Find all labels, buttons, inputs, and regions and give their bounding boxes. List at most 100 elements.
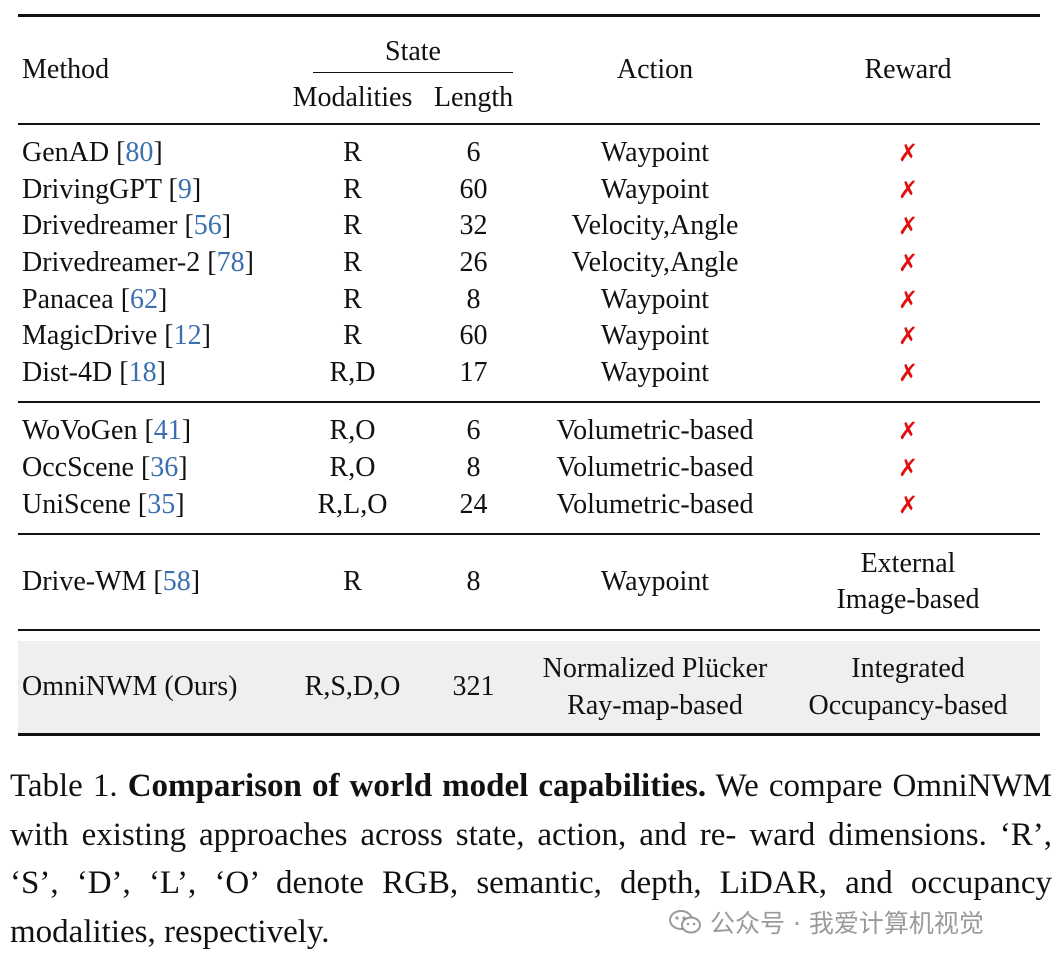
method-cell: UniScene [35]	[22, 488, 185, 520]
citation-link[interactable]: 80	[125, 137, 154, 169]
length-cell: 6	[466, 137, 481, 169]
reward-cell: ✗	[776, 450, 1040, 487]
citation-link[interactable]: 36	[150, 452, 179, 484]
method-cell: OmniNWM (Ours)	[18, 640, 292, 735]
modalities-cell: R	[343, 565, 362, 597]
wechat-icon	[668, 908, 702, 942]
header-modalities: Modalities	[292, 82, 413, 113]
cross-mark-icon: ✗	[897, 322, 919, 351]
watermark-text: 公众号 · 我爱计算机视觉	[710, 909, 984, 938]
table-row: WoVoGen [41] R,O 6 Volumetric-based ✗	[18, 413, 1040, 450]
modalities-cell: R	[343, 247, 362, 279]
length-cell: 24	[459, 488, 488, 520]
citation-link[interactable]: 58	[162, 565, 191, 597]
modalities-cell: R,D	[329, 356, 376, 388]
reward-cell: ✗	[776, 486, 1040, 523]
table-row-ours: OmniNWM (Ours) R,S,D,O 321 Normalized Pl…	[18, 640, 1040, 735]
action-cell: Waypoint	[600, 137, 710, 169]
header-action: Action	[616, 54, 694, 85]
cross-mark-icon: ✗	[897, 285, 919, 314]
action-cell: Waypoint	[600, 173, 710, 205]
header-reward: Reward	[864, 54, 952, 85]
method-cell: Drive-WM [58]	[22, 565, 201, 597]
length-cell: 32	[459, 210, 488, 242]
citation-link[interactable]: 35	[147, 488, 176, 520]
reward-cell: ✗	[776, 135, 1040, 172]
citation-link[interactable]: 9	[177, 173, 192, 205]
header-length: Length	[433, 82, 514, 113]
modalities-cell: R	[343, 210, 362, 242]
length-cell: 60	[459, 173, 488, 205]
modalities-cell: R,L,O	[317, 488, 388, 520]
reward-cell: ✗	[776, 281, 1040, 318]
citation-link[interactable]: 12	[173, 320, 202, 352]
action-cell: Waypoint	[600, 283, 710, 315]
table-row: Drive-WM [58] R 8 Waypoint External Imag…	[18, 533, 1040, 630]
action-cell: Waypoint	[600, 565, 710, 597]
method-cell: Dist-4D [18]	[22, 356, 166, 388]
header-row-2: Modalities Length	[18, 73, 1040, 124]
citation-link[interactable]: 18	[128, 356, 157, 388]
action-cell: Volumetric-based	[556, 488, 754, 520]
modalities-cell: R,S,D,O	[292, 640, 413, 735]
method-cell: GenAD [80]	[22, 137, 163, 169]
modalities-cell: R,O	[329, 415, 376, 447]
length-cell: 17	[459, 356, 488, 388]
length-cell: 321	[413, 640, 534, 735]
cross-mark-icon: ✗	[897, 490, 919, 519]
citation-link[interactable]: 56	[193, 210, 222, 242]
table-group-3: Drive-WM [58] R 8 Waypoint External Imag…	[18, 533, 1040, 630]
watermark: 公众号 · 我爱计算机视觉	[668, 904, 984, 942]
length-cell: 6	[466, 415, 481, 447]
action-cell: Normalized Plücker Ray-map-based	[534, 640, 776, 735]
reward-cell: ✗	[776, 172, 1040, 209]
cross-mark-icon: ✗	[897, 249, 919, 278]
cross-mark-icon: ✗	[897, 358, 919, 387]
action-cell: Volumetric-based	[556, 452, 754, 484]
table-row: GenAD [80] R 6 Waypoint ✗	[18, 135, 1040, 172]
modalities-cell: R,O	[329, 452, 376, 484]
table-row: OccScene [36] R,O 8 Volumetric-based ✗	[18, 450, 1040, 487]
reward-cell: External Image-based	[836, 547, 980, 615]
length-cell: 8	[466, 565, 481, 597]
modalities-cell: R	[343, 283, 362, 315]
reward-cell: ✗	[776, 208, 1040, 245]
cross-mark-icon: ✗	[897, 175, 919, 204]
comparison-table: Method State Action Reward Modalities Le…	[18, 14, 1040, 746]
method-cell: MagicDrive [12]	[22, 320, 211, 352]
method-cell: Panacea [62]	[22, 283, 168, 315]
header-row-1: Method State Action Reward	[18, 15, 1040, 85]
table-row: Drivedreamer-2 [78] R 26 Velocity,Angle ✗	[18, 245, 1040, 282]
table-group-ours: OmniNWM (Ours) R,S,D,O 321 Normalized Pl…	[18, 629, 1040, 746]
citation-link[interactable]: 78	[216, 247, 245, 279]
method-cell: Drivedreamer-2 [78]	[22, 247, 254, 279]
header-state: State	[292, 16, 534, 73]
method-cell: WoVoGen [41]	[22, 415, 192, 447]
citation-link[interactable]: 41	[153, 415, 182, 447]
action-cell: Velocity,Angle	[571, 247, 739, 279]
table-caption: Table 1. Comparison of world model capab…	[10, 762, 1052, 956]
reward-cell: ✗	[776, 355, 1040, 392]
length-cell: 8	[466, 283, 481, 315]
method-cell: OccScene [36]	[22, 452, 188, 484]
modalities-cell: R	[343, 173, 362, 205]
table-row: Panacea [62] R 8 Waypoint ✗	[18, 281, 1040, 318]
reward-cell: Integrated Occupancy-based	[776, 640, 1040, 735]
action-cell: Velocity,Angle	[571, 210, 739, 242]
cross-mark-icon: ✗	[897, 212, 919, 241]
length-cell: 8	[466, 452, 481, 484]
modalities-cell: R	[343, 320, 362, 352]
citation-link[interactable]: 62	[130, 283, 159, 315]
reward-cell: ✗	[776, 413, 1040, 450]
action-cell: Volumetric-based	[556, 415, 754, 447]
length-cell: 26	[459, 247, 488, 279]
modalities-cell: R	[343, 137, 362, 169]
header-method: Method	[22, 54, 110, 85]
table-row: UniScene [35] R,L,O 24 Volumetric-based ✗	[18, 486, 1040, 523]
caption-label: Table 1.	[10, 768, 118, 804]
